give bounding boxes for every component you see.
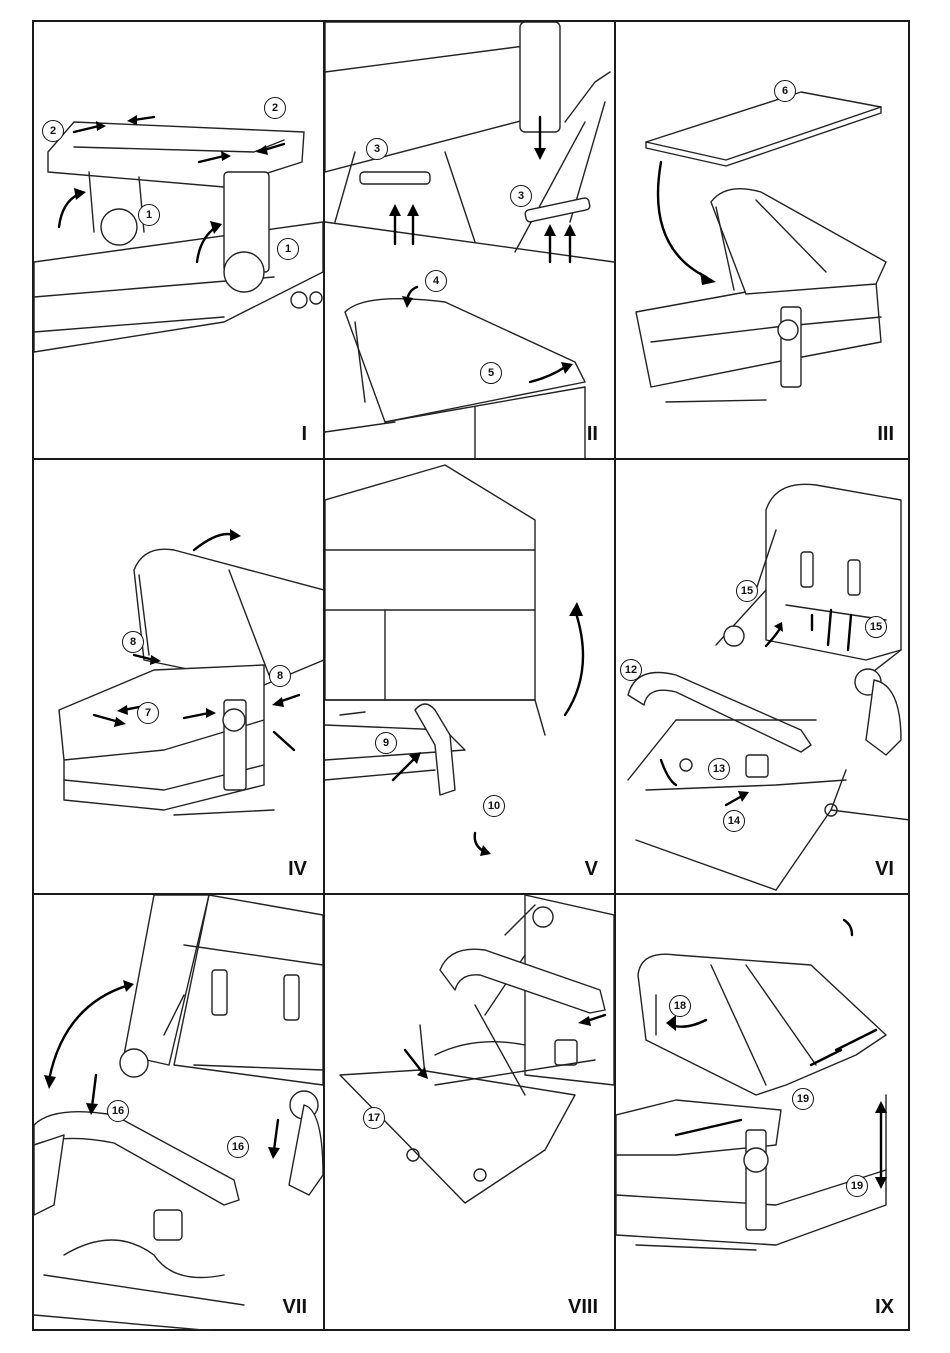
step-number: IV <box>288 858 307 881</box>
step-number: VIII <box>568 1296 598 1319</box>
panel-step-5: 9 10 V <box>325 460 614 893</box>
callout-2a: 2 <box>42 120 64 142</box>
callout-3b: 3 <box>510 185 532 207</box>
step-number: III <box>877 423 894 446</box>
panel-step-7: 16 16 VII <box>34 895 323 1331</box>
callout-8b: 8 <box>269 665 291 687</box>
step-5-illustration <box>325 460 614 893</box>
callout-5: 5 <box>480 362 502 384</box>
callout-15a: 15 <box>736 580 758 602</box>
panel-step-2: 3 3 4 5 II <box>325 22 614 458</box>
step-number: VII <box>283 1296 307 1319</box>
callout-12: 12 <box>620 659 642 681</box>
callout-6: 6 <box>774 80 796 102</box>
callout-9: 9 <box>375 732 397 754</box>
callout-14: 14 <box>723 810 745 832</box>
callout-17: 17 <box>363 1107 385 1129</box>
callout-8a: 8 <box>122 631 144 653</box>
callout-19a: 19 <box>792 1088 814 1110</box>
callout-19b: 19 <box>846 1175 868 1197</box>
callout-10: 10 <box>483 795 505 817</box>
callout-13: 13 <box>708 758 730 780</box>
panel-step-1: 1 1 2 2 I <box>34 22 323 458</box>
callout-18: 18 <box>669 995 691 1017</box>
callout-3a: 3 <box>366 138 388 160</box>
step-number: I <box>301 423 307 446</box>
callout-4: 4 <box>425 270 447 292</box>
panel-step-3: 6 III <box>616 22 910 458</box>
callout-1a: 1 <box>138 204 160 226</box>
callout-7: 7 <box>137 702 159 724</box>
step-number: IX <box>875 1296 894 1319</box>
callout-1b: 1 <box>277 238 299 260</box>
step-number: VI <box>875 858 894 881</box>
step-2-illustration <box>325 22 614 458</box>
panel-step-9: 18 19 19 IX <box>616 895 910 1331</box>
step-6-illustration <box>616 460 910 893</box>
callout-15b: 15 <box>865 616 887 638</box>
step-7-illustration <box>34 895 323 1331</box>
panel-step-4: 8 8 7 IV <box>34 460 323 893</box>
step-number: V <box>585 858 598 881</box>
instruction-sheet: 1 1 2 2 I <box>32 20 910 1331</box>
panel-step-8: 17 VIII <box>325 895 614 1331</box>
step-number: II <box>587 423 598 446</box>
step-3-illustration <box>616 22 910 458</box>
callout-16b: 16 <box>227 1136 249 1158</box>
callout-2b: 2 <box>264 97 286 119</box>
step-9-illustration <box>616 895 910 1331</box>
callout-16a: 16 <box>107 1100 129 1122</box>
panel-step-6: 15 15 12 13 14 VI <box>616 460 910 893</box>
